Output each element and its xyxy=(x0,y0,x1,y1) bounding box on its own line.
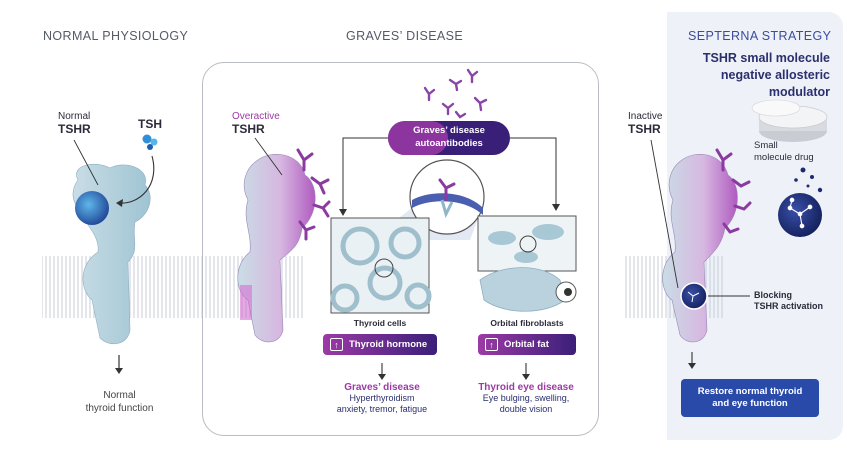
blocking-label: Blocking TSHR activation xyxy=(754,290,824,311)
graves-panel xyxy=(202,62,599,436)
restore-outcome-box xyxy=(681,379,819,417)
normal-outcome-text: Normal thyroid function xyxy=(85,390,154,414)
down-arrow-icon xyxy=(115,355,123,374)
heading-normal-physiology: NORMAL PHYSIOLOGY xyxy=(43,29,189,43)
thyroid-hormone-bar: ↑ Thyroid hormone xyxy=(323,334,437,355)
thyroid-eye-outcome: Thyroid eye disease Eye bulging, swellin… xyxy=(478,382,574,414)
heading-septerna-strategy: SEPTERNA STRATEGY xyxy=(688,29,832,43)
antibody-icon xyxy=(423,68,488,119)
tsh-label: TSH xyxy=(138,117,162,131)
normal-label-pointer xyxy=(73,139,99,186)
overactive-tshr-receptor xyxy=(237,154,316,343)
restore-outcome-text: Restore normal thyroid and eye function xyxy=(697,386,803,409)
graves-outcome: Graves’ disease Hyperthyroidism anxiety,… xyxy=(336,382,428,414)
branch-arrow-right xyxy=(510,137,557,206)
orbital-fibroblasts-caption: Orbital fibroblasts xyxy=(490,318,564,328)
inactive-tshr-label: Inactive TSHR xyxy=(628,111,663,136)
small-molecule-drug-label: Small molecule drug xyxy=(754,140,814,163)
drug-particles-icon xyxy=(794,167,823,193)
right-subtitle: TSHR small molecule negative allosteric … xyxy=(702,51,830,99)
overactive-label-pointer xyxy=(254,137,283,176)
orbital-fat-bar: ↑ Orbital fat xyxy=(478,334,576,355)
thyroid-cells-caption: Thyroid cells xyxy=(353,318,407,328)
heading-graves-disease: GRAVES’ DISEASE xyxy=(346,29,464,43)
pill-icon xyxy=(751,99,828,142)
tsh-binding-arrow xyxy=(117,155,155,204)
increase-arrow-icon: ↑ xyxy=(330,338,343,351)
branch-arrow-left xyxy=(342,137,388,211)
increase-arrow-icon-2: ↑ xyxy=(485,338,498,351)
antibody-cluster-icon xyxy=(296,148,331,241)
drug-molecule-icon xyxy=(778,193,822,237)
down-arrow-icon-right xyxy=(688,352,696,369)
tsh-binding-pocket xyxy=(75,191,109,225)
inactive-label-pointer xyxy=(650,139,679,289)
overactive-tshr-label: Overactive TSHR xyxy=(232,111,280,136)
normal-tshr-label: Normal TSHR xyxy=(58,111,91,136)
autoantibody-label: Graves’ disease autoantibodies xyxy=(413,125,485,149)
tsh-molecule-icon xyxy=(142,134,158,150)
eye-illustration xyxy=(479,267,566,312)
